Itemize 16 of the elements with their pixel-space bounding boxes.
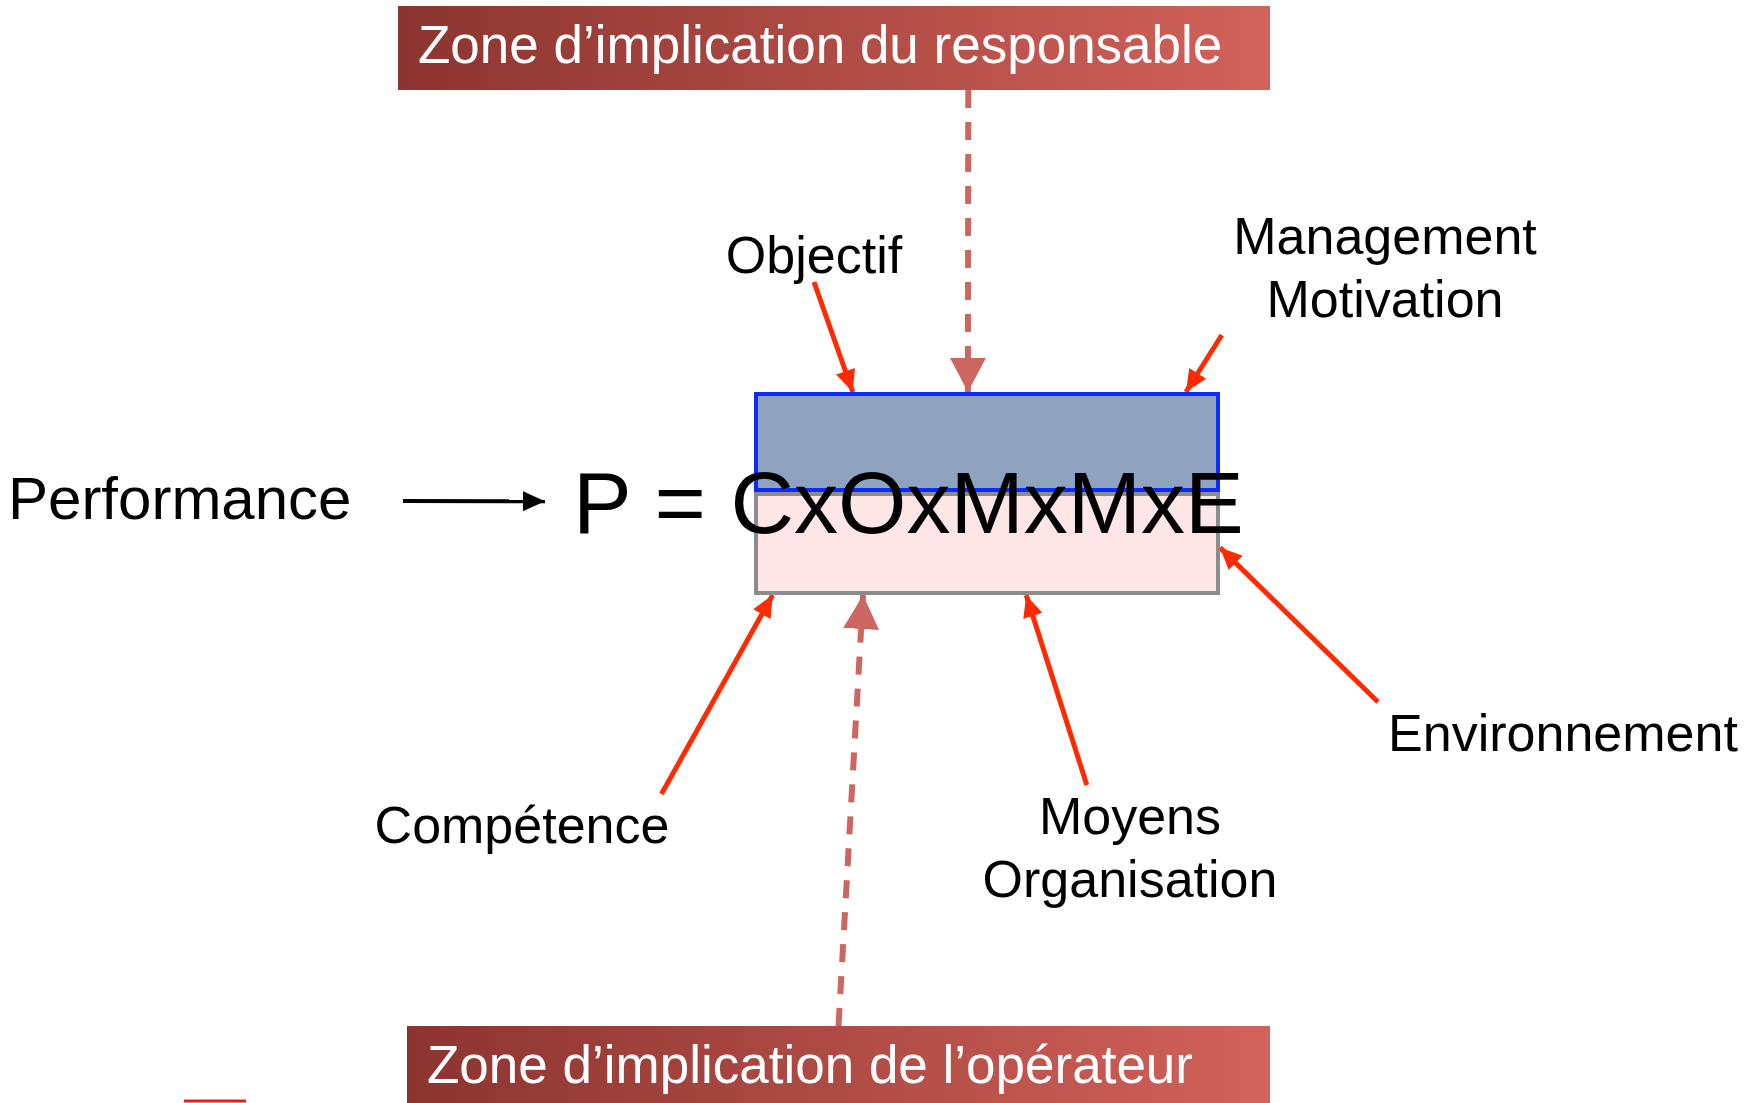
factor-label: Moyens Organisation	[981, 786, 1279, 911]
arrow	[1183, 333, 1224, 394]
arrow	[949, 90, 986, 392]
factor-label: Compétence	[374, 795, 670, 856]
arrow	[659, 593, 775, 796]
zone-banner: Zone d’implication du responsable	[398, 6, 1270, 90]
factor-label: Objectif	[725, 225, 903, 286]
factor-label: Performance	[8, 464, 352, 534]
arrow	[811, 281, 856, 393]
factor-label: Management Motivation	[1232, 206, 1538, 331]
factor-label: Environnement	[1388, 703, 1738, 764]
arrow	[1218, 545, 1380, 704]
arrow	[1023, 594, 1090, 786]
zone-banner: Zone d’implication de l’opérateur	[407, 1026, 1270, 1103]
arrow	[835, 594, 880, 1027]
arrow	[403, 491, 545, 512]
